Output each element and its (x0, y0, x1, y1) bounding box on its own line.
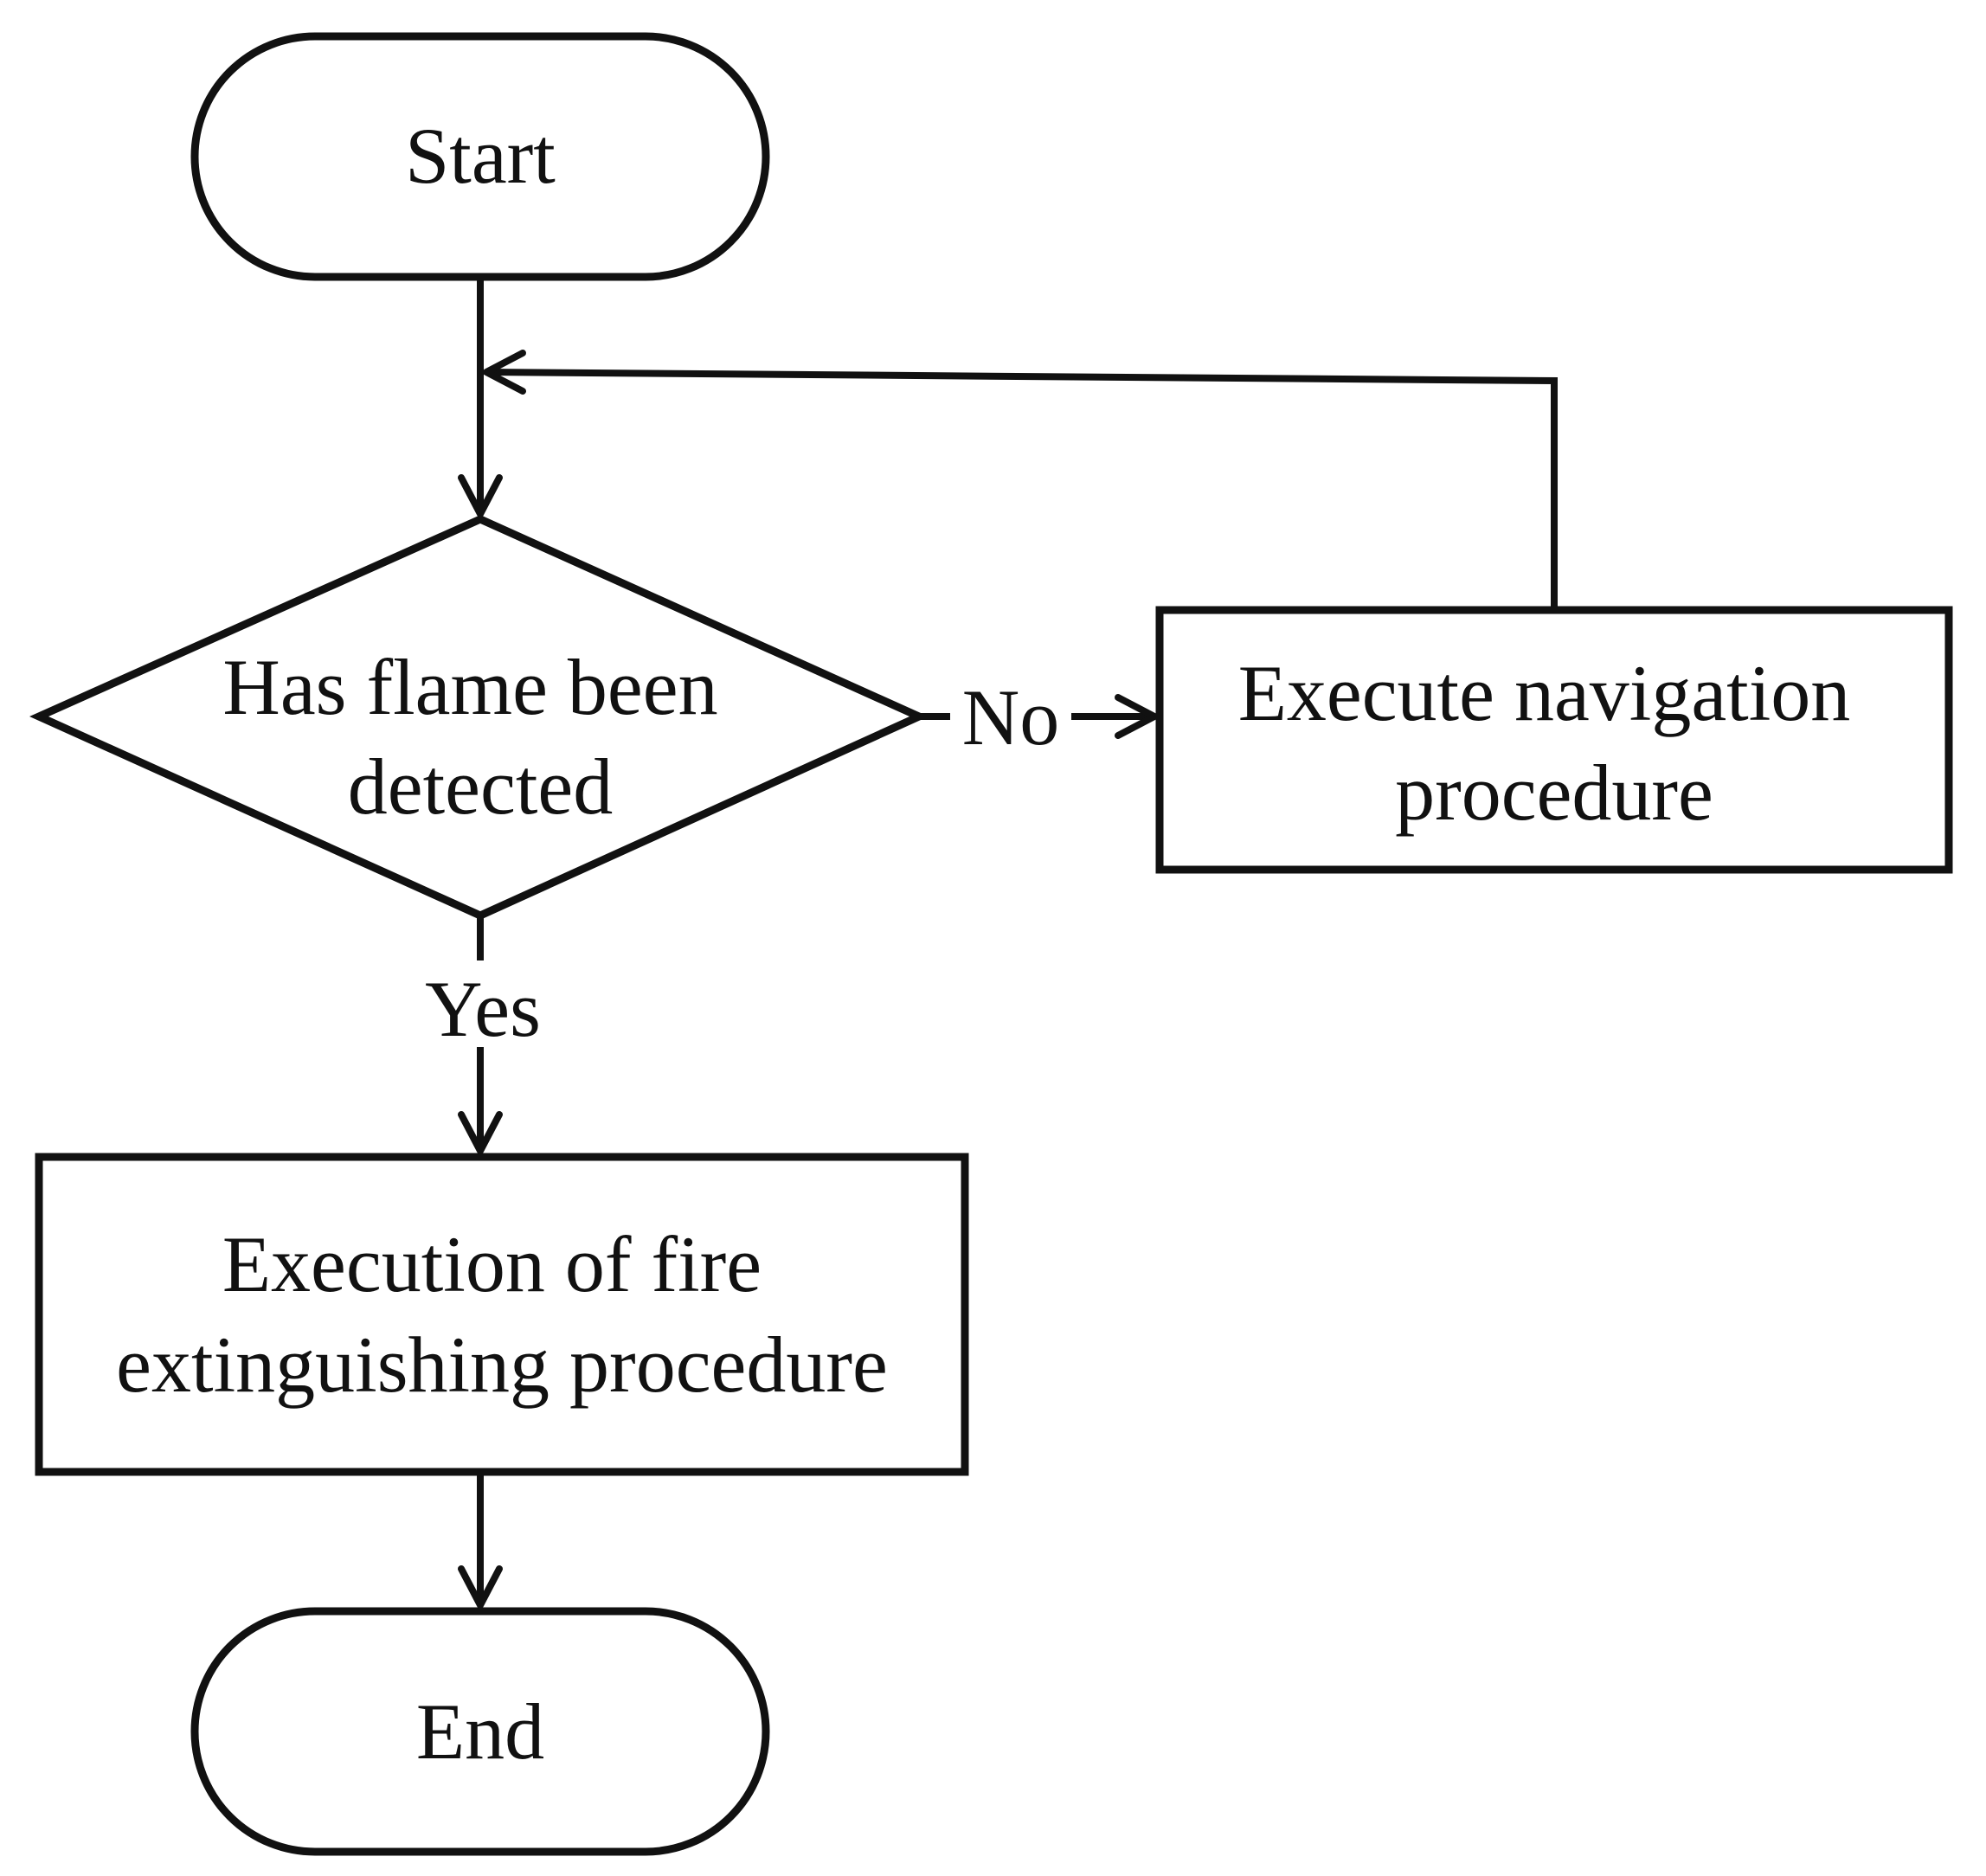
no-arrowhead (1115, 694, 1158, 739)
start-to-decision-arrowhead (458, 474, 503, 517)
navigation-label: Execute navigation procedure (1238, 649, 1871, 837)
yes-label: Yes (425, 965, 541, 1053)
no-label: No (962, 673, 1059, 761)
extinguish-process-box (35, 1153, 969, 1476)
loop-back-connector (485, 369, 1558, 610)
extinguish-label: Execution of fire extinguishing procedur… (116, 1220, 888, 1409)
extinguish-label-line-2: extinguishing procedure (116, 1320, 888, 1409)
start-label: Start (405, 112, 556, 200)
yes-arrowhead (458, 1111, 503, 1154)
loop-back-arrowhead (483, 350, 526, 395)
extinguish-to-end-arrowhead (458, 1565, 503, 1609)
end-label: End (416, 1687, 544, 1776)
extinguish-label-line-1: Execution of fire (222, 1220, 762, 1308)
navigation-process-box (1155, 606, 1953, 874)
navigation-label-line-2: procedure (1395, 748, 1713, 837)
decision-label-line-1: Has flame been (222, 643, 717, 731)
end-terminal (190, 1607, 770, 1856)
decision-label: Has flame been detected (222, 643, 737, 831)
decision-label-line-2: detected (348, 742, 613, 831)
navigation-label-line-1: Execute navigation (1238, 649, 1851, 737)
